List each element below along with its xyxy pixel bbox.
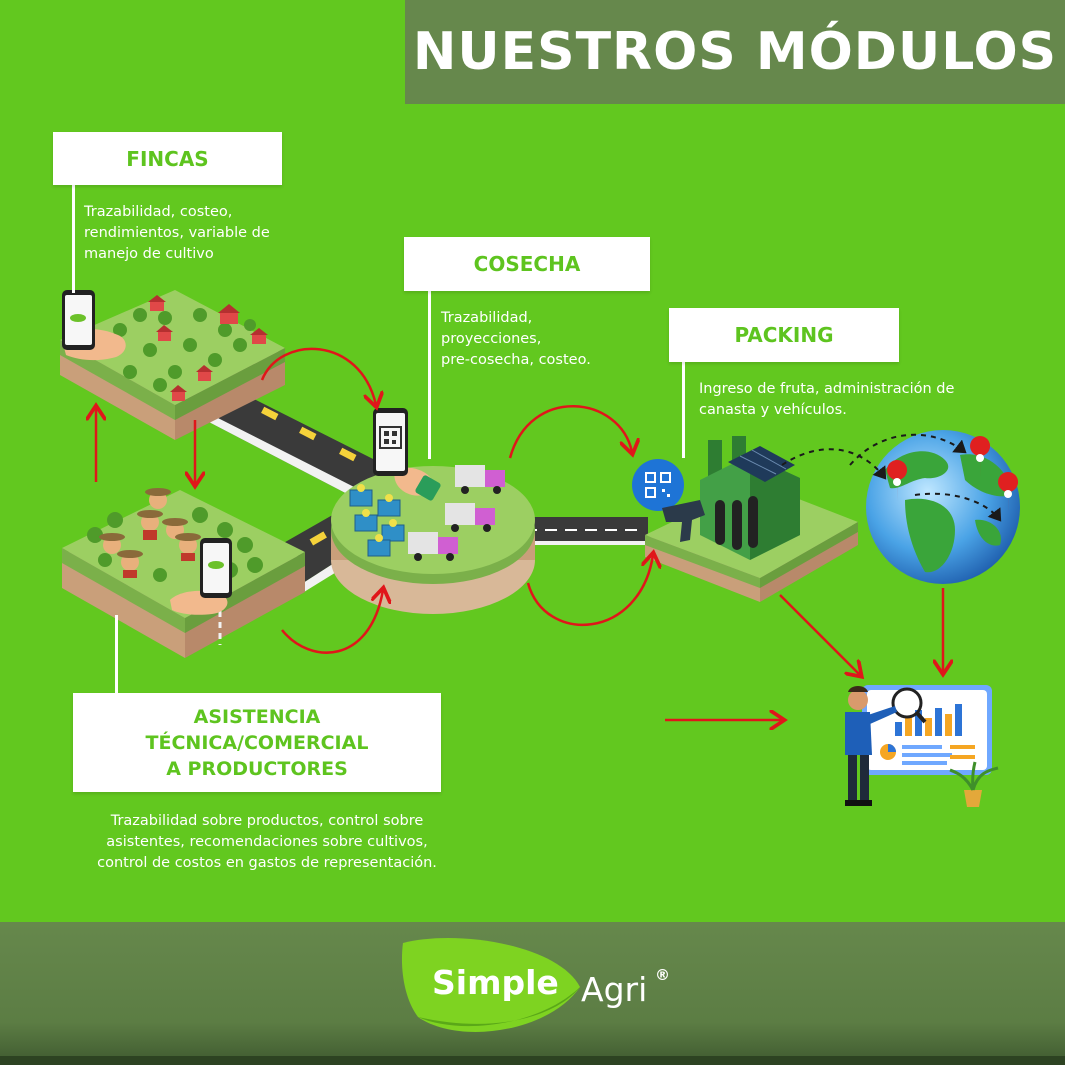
- cosecha-description: Trazabilidad, proyecciones, pre-cosecha,…: [441, 308, 591, 371]
- asistencia-label: ASISTENCIA TÉCNICA/COMERCIAL A PRODUCTOR…: [73, 693, 441, 792]
- asistencia-description-line: Trazabilidad sobre productos, control so…: [110, 813, 424, 829]
- brand-simple: Simple: [432, 963, 559, 1002]
- registered-mark: ®: [655, 966, 670, 984]
- packing-label: PACKING: [669, 308, 899, 362]
- flow-arrows: [96, 347, 943, 720]
- asistencia-description-line: asistentes, recomendaciones sobre cultiv…: [106, 834, 428, 850]
- farmer-icon: [99, 488, 201, 578]
- asistencia-platform: [62, 490, 305, 658]
- leaf-logo-icon: [401, 938, 580, 1032]
- cosecha-description-line: Trazabilidad,: [441, 310, 533, 326]
- packing-title: PACKING: [734, 323, 834, 347]
- footer-divider: [0, 1056, 1065, 1065]
- cosecha-description-line: pre-cosecha, costeo.: [441, 352, 591, 368]
- road-cosecha-packing: [518, 517, 648, 545]
- fincas-description: Trazabilidad, costeo, rendimientos, vari…: [84, 202, 270, 265]
- dashboard-chart-icon: [862, 685, 992, 775]
- factory-icon: [700, 436, 800, 560]
- road-fincas-cosecha: [205, 392, 385, 498]
- fincas-label: FINCAS: [53, 132, 282, 185]
- analyst-icon: [845, 686, 897, 806]
- connector-asistencia: [115, 615, 118, 693]
- solar-panel-icon: [728, 446, 795, 482]
- export-routes: [781, 433, 1002, 522]
- globe-icon: [866, 430, 1020, 584]
- connector-packing: [682, 362, 685, 458]
- qr-code-icon: [379, 426, 402, 449]
- connector-cosecha: [428, 291, 431, 459]
- fincas-description-line: rendimientos, variable de: [84, 225, 270, 241]
- asistencia-trees: [87, 507, 263, 582]
- smartphone-icon: [200, 538, 232, 598]
- asistencia-title-line: ASISTENCIA: [193, 705, 321, 728]
- smartphone-icon: [373, 408, 408, 476]
- fincas-description-line: Trazabilidad, costeo,: [84, 204, 233, 220]
- cosecha-label: COSECHA: [404, 237, 650, 291]
- asistencia-description: Trazabilidad sobre productos, control so…: [62, 811, 472, 874]
- plant-pot-icon: [949, 761, 999, 807]
- fincas-title: FINCAS: [126, 146, 209, 171]
- cosecha-description-line: proyecciones,: [441, 331, 542, 347]
- connector-fincas: [72, 185, 75, 293]
- barcode-scanner-icon: [662, 500, 705, 542]
- smartphone-icon: [62, 290, 95, 350]
- fincas-description-line: manejo de cultivo: [84, 246, 214, 262]
- packing-description-line: canasta y vehículos.: [699, 402, 847, 418]
- qr-code-icon: [632, 459, 684, 511]
- asistencia-title-line: A PRODUCTORES: [166, 757, 348, 780]
- fincas-trees: [104, 308, 256, 392]
- house-icon: [148, 295, 268, 401]
- cosecha-title: COSECHA: [473, 252, 581, 276]
- brand-agri: Agri: [581, 970, 648, 1009]
- title-banner: NUESTROS MÓDULOS: [405, 0, 1065, 104]
- crate-icon: [349, 484, 405, 557]
- packing-description: Ingreso de fruta, administración de cana…: [699, 379, 954, 421]
- location-pin-icon: [887, 436, 1019, 514]
- truck-icon: [408, 465, 505, 561]
- packing-description-line: Ingreso de fruta, administración de: [699, 381, 955, 397]
- asistencia-title-line: TÉCNICA/COMERCIAL: [145, 731, 369, 754]
- asistencia-description-line: control de costos en gastos de represent…: [97, 855, 437, 871]
- page-title: NUESTROS MÓDULOS: [412, 22, 1058, 82]
